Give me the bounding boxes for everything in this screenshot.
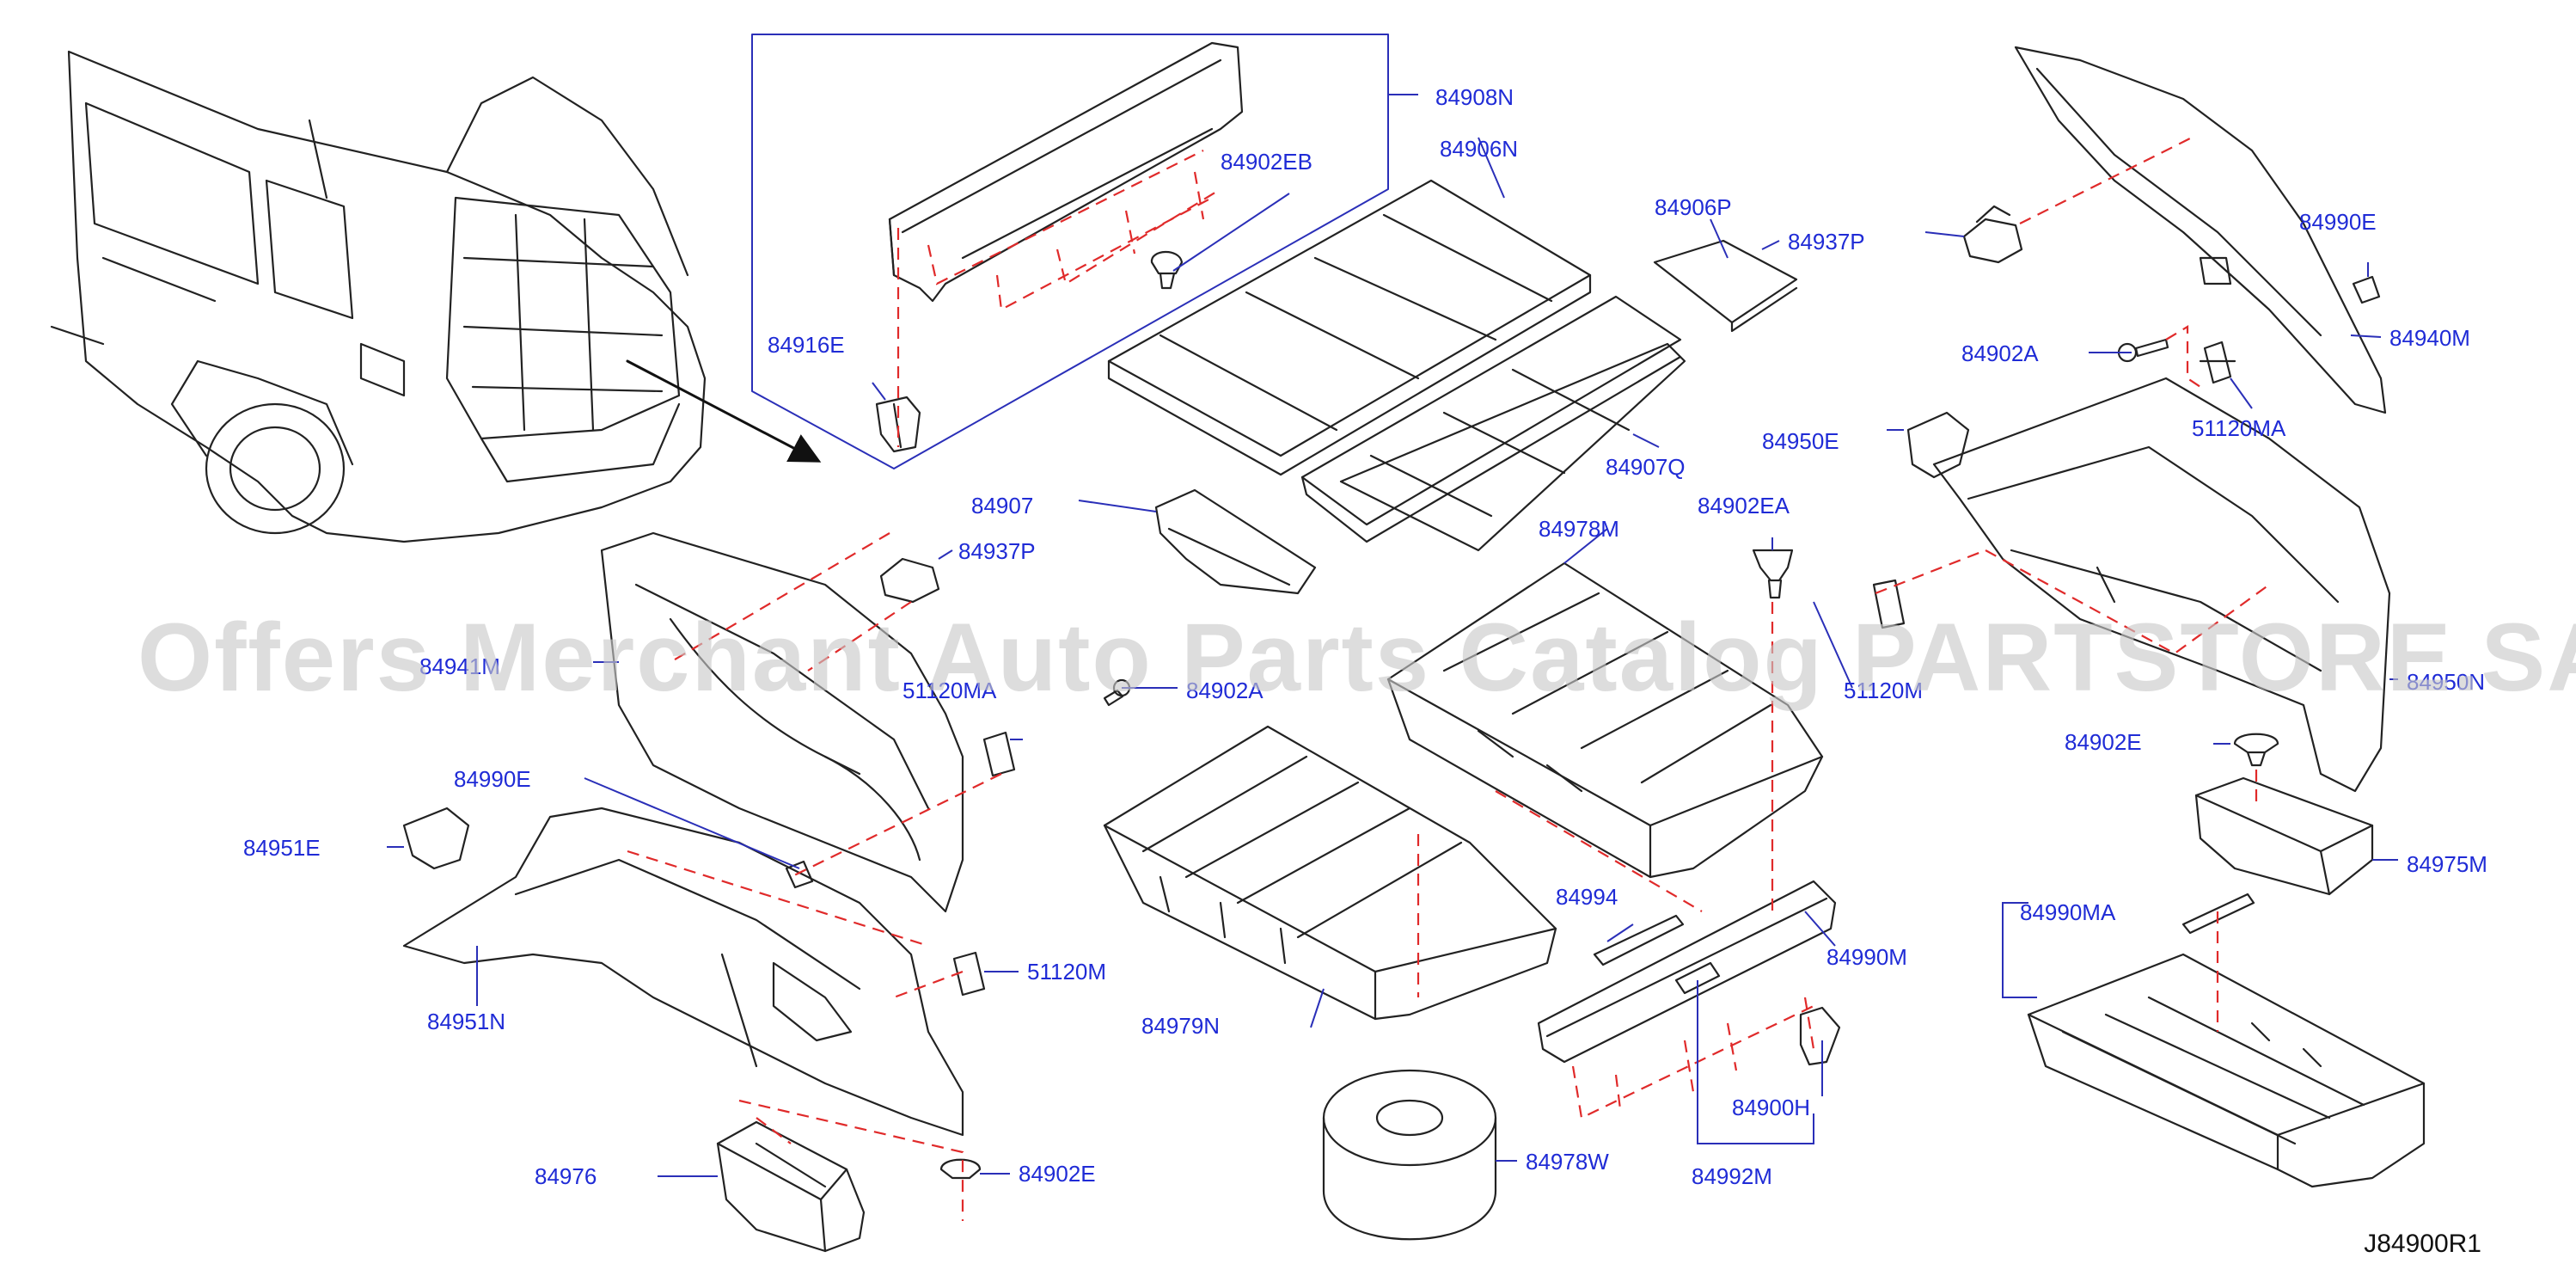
callout-84978M[interactable]: 84978M <box>1539 516 1619 542</box>
part-84902EB-clip <box>1150 250 1184 290</box>
part-84907Q <box>1300 295 1686 552</box>
part-84908N <box>888 41 1244 303</box>
callout-84940M[interactable]: 84940M <box>2389 325 2470 351</box>
callout-84951E[interactable]: 84951E <box>243 835 321 861</box>
callout-84908N[interactable]: 84908N <box>1435 84 1514 110</box>
part-84902EA <box>1752 549 1794 599</box>
callout-84950E[interactable]: 84950E <box>1762 428 1839 454</box>
part-84978W <box>1322 1069 1497 1241</box>
part-84902E-left <box>939 1158 982 1180</box>
callout-84990M[interactable]: 84990M <box>1826 944 1907 970</box>
callout-84902A-right[interactable]: 84902A <box>1961 340 2039 366</box>
callout-84975M[interactable]: 84975M <box>2407 851 2487 877</box>
callout-84976[interactable]: 84976 <box>535 1163 597 1189</box>
part-84978M <box>1386 561 1824 879</box>
callout-84906N[interactable]: 84906N <box>1440 136 1519 162</box>
part-84906N <box>1107 179 1592 476</box>
part-84975M <box>2194 776 2374 896</box>
part-84902A-right <box>2117 338 2169 363</box>
callout-84990E-left[interactable]: 84990E <box>454 766 531 792</box>
part-84990MA-strip <box>2181 893 2255 935</box>
part-84979N <box>1103 725 1557 1021</box>
callout-84994[interactable]: 84994 <box>1556 884 1618 910</box>
part-51120M-left <box>952 951 986 997</box>
part-51120MA-left <box>982 731 1016 777</box>
part-84900H <box>1799 1006 1841 1066</box>
part-84950E <box>1906 411 1970 479</box>
watermark: Offers Merchant Auto Parts Catalog PARTS… <box>138 604 2576 711</box>
callout-84916E[interactable]: 84916E <box>768 332 845 358</box>
part-51120MA-right <box>2199 340 2236 384</box>
callout-84992M[interactable]: 84992M <box>1692 1163 1772 1189</box>
callout-84902E-right[interactable]: 84902E <box>2065 729 2142 755</box>
part-84951E <box>402 807 470 870</box>
callout-84937P-top[interactable]: 84937P <box>1788 229 1865 255</box>
callout-84979N[interactable]: 84979N <box>1141 1013 1221 1039</box>
part-84990E-left <box>785 860 814 889</box>
diagram-code: J84900R1 <box>2364 1230 2481 1258</box>
callout-84990MA[interactable]: 84990MA <box>2020 899 2116 925</box>
callout-51120M-right[interactable]: 51120M <box>1844 678 1924 703</box>
callout-51120M-left[interactable]: 51120M <box>1027 959 1107 985</box>
part-84937P-right <box>1962 205 2023 264</box>
part-84940M <box>2014 46 2387 414</box>
callout-84937P-left[interactable]: 84937P <box>958 538 1036 564</box>
callout-84907Q[interactable]: 84907Q <box>1606 454 1686 480</box>
callout-84978W[interactable]: 84978W <box>1526 1149 1609 1175</box>
callout-84906P[interactable]: 84906P <box>1655 194 1732 220</box>
callout-51120MA-right[interactable]: 51120MA <box>2192 415 2286 441</box>
callout-84941M[interactable]: 84941M <box>419 653 500 679</box>
callout-84907[interactable]: 84907 <box>971 493 1034 518</box>
part-84950N <box>1932 377 2391 793</box>
part-84941M <box>600 531 964 913</box>
callout-51120MA-left[interactable]: 51120MA <box>903 678 997 703</box>
callout-84902A-left[interactable]: 84902A <box>1186 678 1264 703</box>
direction-arrow <box>626 359 822 463</box>
callout-84900H[interactable]: 84900H <box>1732 1095 1811 1120</box>
callout-84990E-right[interactable]: 84990E <box>2299 209 2377 235</box>
callout-84902EB[interactable]: 84902EB <box>1221 149 1312 175</box>
part-84994 <box>1593 914 1685 966</box>
part-84907 <box>1154 488 1317 595</box>
part-84990M <box>1537 880 1837 1064</box>
part-84990E-right <box>2352 275 2381 304</box>
part-84990MA-tray <box>2027 953 2426 1188</box>
leader-lines <box>387 94 2398 1177</box>
part-84937P-left <box>879 557 940 604</box>
callout-84902EA[interactable]: 84902EA <box>1698 493 1790 518</box>
part-84976 <box>716 1120 866 1253</box>
callout-84951N[interactable]: 84951N <box>427 1009 506 1034</box>
callout-84950N[interactable]: 84950N <box>2407 669 2486 695</box>
callout-84902E-left[interactable]: 84902E <box>1019 1161 1096 1187</box>
vehicle-illustration <box>50 50 707 543</box>
part-84902E-right <box>2233 733 2279 767</box>
part-51120M-right <box>1872 579 1906 629</box>
assembly-lines <box>627 137 2270 1221</box>
part-84906P <box>1653 239 1798 333</box>
part-84951N <box>402 807 964 1137</box>
part-84916E <box>875 396 921 453</box>
